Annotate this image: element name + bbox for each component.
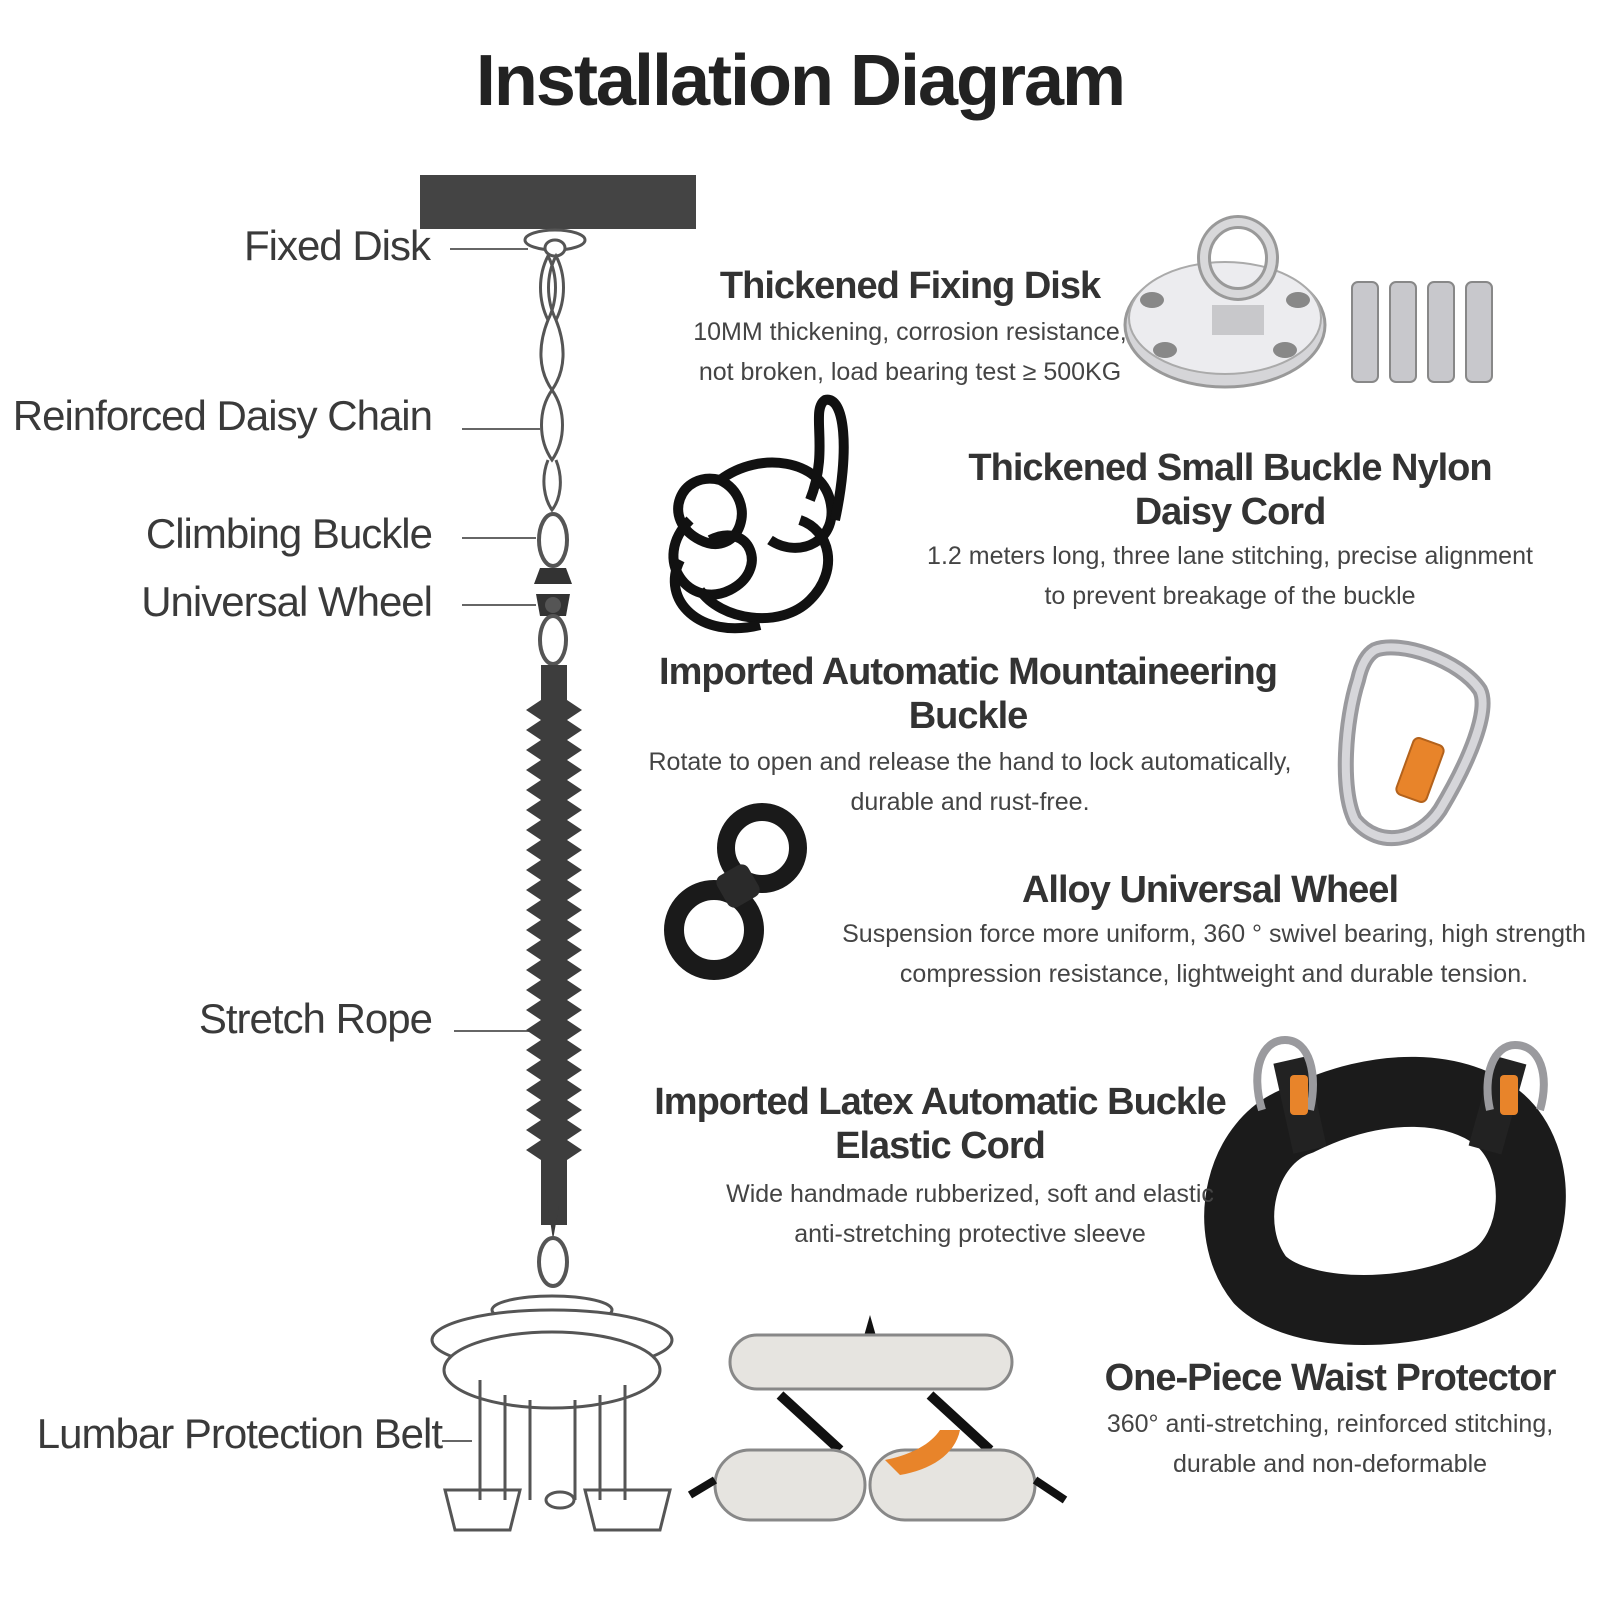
leader-lumbar-belt bbox=[442, 1440, 472, 1442]
swivel-icon bbox=[664, 803, 807, 980]
product-desc-elastic-cord-2: anti-stretching protective sleeve bbox=[794, 1220, 1146, 1248]
product-desc-fixing-disk-2: not broken, load bearing test ≥ 500KG bbox=[698, 358, 1122, 386]
universal-wheel-icon bbox=[534, 568, 572, 616]
ceiling-block bbox=[420, 175, 696, 229]
leader-daisy-chain bbox=[462, 428, 540, 430]
product-desc-daisy-cord-1: 1.2 meters long, three lane stitching, p… bbox=[927, 542, 1533, 570]
leader-stretch-rope bbox=[454, 1030, 530, 1032]
product-desc-daisy-cord-2: to prevent breakage of the buckle bbox=[1044, 582, 1416, 610]
product-desc-swivel-2: compression resistance, lightweight and … bbox=[899, 960, 1529, 988]
expansion-bolts-icon bbox=[1351, 281, 1493, 383]
daisy-cord-icon bbox=[668, 394, 849, 634]
product-heading-daisy-cord: Thickened Small Buckle Nylon Daisy Cord bbox=[968, 447, 1492, 533]
label-universal-wheel: Universal Wheel bbox=[141, 578, 433, 625]
elastic-cord-icon bbox=[1204, 1035, 1566, 1345]
lumbar-belt-icon bbox=[430, 1294, 674, 1532]
product-heading-fixing-disk: Thickened Fixing Disk bbox=[719, 265, 1101, 307]
product-heading-swivel: Alloy Universal Wheel bbox=[1021, 869, 1399, 911]
product-heading-carabiner: Imported Automatic Mountaineering Buckle bbox=[659, 651, 1278, 737]
product-desc-fixing-disk-1: 10MM thickening, corrosion resistance, bbox=[693, 318, 1127, 346]
carabiner-icon bbox=[1337, 639, 1491, 846]
leader-climbing-buckle bbox=[462, 537, 536, 539]
stretch-rope-icon bbox=[526, 665, 582, 1240]
product-desc-carabiner-1: Rotate to open and release the hand to l… bbox=[648, 748, 1292, 776]
product-desc-elastic-cord-1: Wide handmade rubberized, soft and elast… bbox=[726, 1180, 1214, 1208]
leader-fixed-disk bbox=[450, 248, 528, 250]
diagram-title: Installation Diagram bbox=[475, 41, 1126, 121]
daisy-chain-icon bbox=[539, 252, 565, 513]
fixing-disk-icon bbox=[1123, 215, 1327, 389]
label-lumbar-belt: Lumbar Protection Belt bbox=[36, 1410, 443, 1457]
product-desc-waist-protector-1: 360° anti-stretching, reinforced stitchi… bbox=[1106, 1410, 1554, 1438]
waist-harness-icon bbox=[687, 1315, 1068, 1522]
product-heading-elastic-cord: Imported Latex Automatic Buckle Elastic … bbox=[654, 1081, 1227, 1167]
label-daisy-chain: Reinforced Daisy Chain bbox=[12, 392, 433, 439]
product-desc-carabiner-2: durable and rust-free. bbox=[850, 788, 1090, 816]
product-desc-swivel-1: Suspension force more uniform, 360 ° swi… bbox=[842, 920, 1586, 948]
label-climbing-buckle: Climbing Buckle bbox=[145, 510, 433, 557]
product-desc-waist-protector-2: durable and non-deformable bbox=[1172, 1450, 1488, 1478]
climbing-buckle-icon bbox=[537, 512, 569, 568]
leader-universal-wheel bbox=[462, 604, 536, 606]
label-stretch-rope: Stretch Rope bbox=[198, 995, 433, 1042]
label-fixed-disk: Fixed Disk bbox=[243, 222, 431, 269]
product-heading-waist-protector: One-Piece Waist Protector bbox=[1104, 1357, 1557, 1399]
